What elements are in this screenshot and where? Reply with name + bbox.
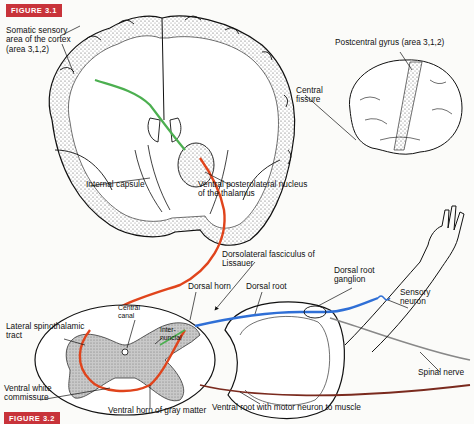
part-label: Lateral spinothalamic tract [6, 322, 94, 341]
part-label: Spinal nerve [418, 368, 474, 377]
part-label: Central fissure [296, 86, 344, 105]
part-label: Dorsolateral fasciculus of Lissauer [222, 250, 326, 269]
central-canal [122, 349, 128, 355]
brain-sulci [360, 80, 452, 140]
vertebral-body [225, 302, 344, 419]
part-label: Postcentral gyrus (area 3,1,2) [335, 38, 465, 47]
part-label: Dorsal root [246, 282, 296, 291]
leader-lines [40, 26, 440, 408]
gyri-outline [60, 16, 291, 164]
part-label: Ventral white commissure [4, 384, 76, 403]
part-label: Sensory neuron [400, 288, 442, 307]
part-label: Central canal [118, 304, 150, 320]
figure-title: FIGURE 3.1 [6, 4, 62, 17]
part-label: Ventral posterolateral nucleus of the th… [198, 180, 310, 199]
part-label: Ventral root with motor neuron to muscle [212, 403, 392, 412]
gray-matter [66, 323, 200, 401]
part-label: Dorsal root ganglion [334, 266, 396, 285]
part-label: Inter- nuncial [160, 326, 192, 342]
brain-cortex [49, 16, 294, 245]
sensory-receptor [378, 296, 390, 300]
figure-number: FIGURE 3.2 [4, 412, 60, 424]
dorsal-root-ganglion [304, 306, 326, 318]
brain-white-matter [68, 36, 278, 228]
dorsal-root-blue [195, 298, 378, 326]
ventral-root-motor [200, 385, 470, 395]
part-label: Somatic sensory area of the cortex (area… [6, 26, 84, 54]
part-label: Internal capsule [86, 180, 158, 189]
part-label: Dorsal horn [188, 282, 238, 291]
green-cortical-fibre [95, 80, 185, 150]
lateral-brain [349, 60, 462, 154]
vertebral-inner [240, 316, 330, 405]
longitudinal-fissure [162, 18, 164, 120]
